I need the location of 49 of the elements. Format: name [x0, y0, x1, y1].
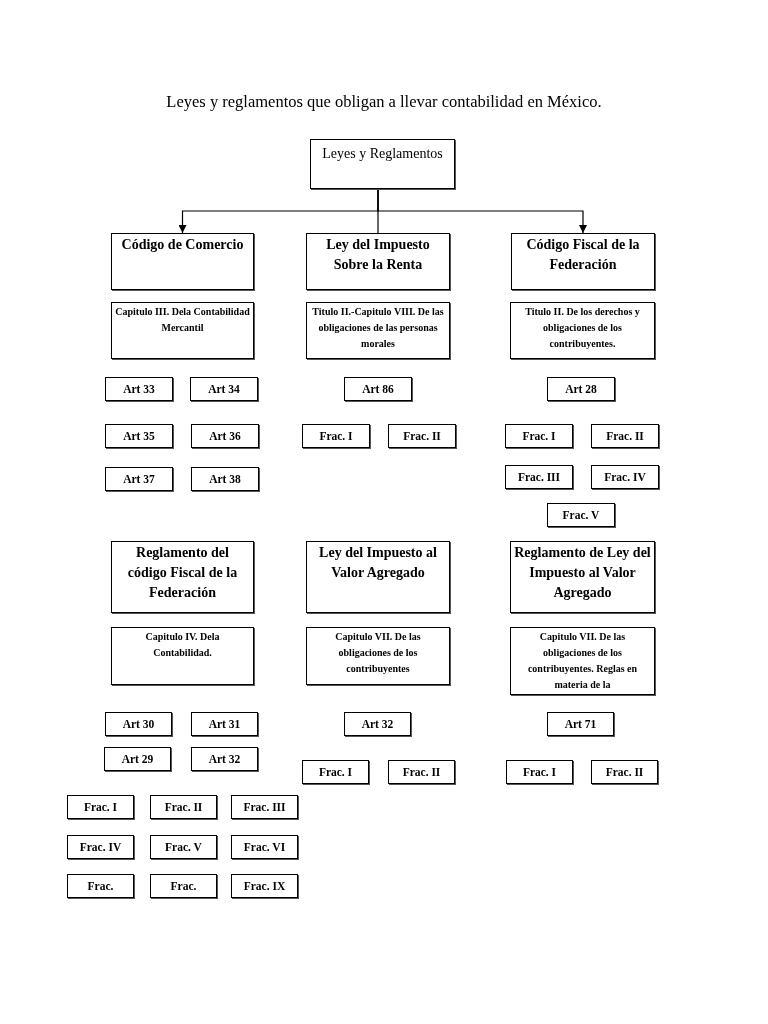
article-box: Frac. II	[591, 760, 658, 784]
article-box: Frac. II	[388, 424, 456, 448]
article-box: Frac. I	[505, 424, 573, 448]
article-box: Art 71	[547, 712, 614, 736]
law-box: Reglamento de Ley del Impuesto al Valor Agregado	[510, 541, 655, 613]
article-box: Frac. VI	[231, 835, 298, 859]
article-box: Art 32	[344, 712, 411, 736]
chapter-box: Capitulo IV. Dela Contabilidad.	[111, 627, 254, 685]
article-box: Frac. I	[67, 795, 134, 819]
chapter-box: Titulo II. De los derechos y obligaciones de los contribuyentes.	[510, 302, 655, 359]
article-box: Art 28	[547, 377, 615, 401]
article-box: Frac. III	[231, 795, 298, 819]
article-box: Frac.	[67, 874, 134, 898]
connector-arrow	[377, 188, 587, 234]
chapter-box: Capitulo VII. De las obligaciones de los contribuyentes. Reglas en materia de la	[510, 627, 655, 695]
law-box: Código de Comercio	[111, 233, 254, 290]
article-box: Frac. V	[547, 503, 615, 527]
article-box: Frac.	[150, 874, 217, 898]
article-box: Frac. II	[150, 795, 217, 819]
article-box: Art 34	[190, 377, 258, 401]
law-box: Ley del Impuesto al Valor Agregado	[306, 541, 450, 613]
law-box: Código Fiscal de la Federación	[511, 233, 655, 290]
chapter-box: Capitulo III. Dela Contabilidad Mercantil	[111, 302, 254, 359]
article-box: Frac. I	[302, 424, 370, 448]
article-box: Art 33	[105, 377, 173, 401]
article-box: Frac. II	[591, 424, 659, 448]
article-box: Frac. I	[506, 760, 573, 784]
article-box: Frac. I	[302, 760, 369, 784]
law-box: Reglamento del código Fiscal de la Federación	[111, 541, 254, 613]
article-box: Frac. II	[388, 760, 455, 784]
article-box: Frac. IX	[231, 874, 298, 898]
article-box: Art 38	[191, 467, 259, 491]
article-box: Art 36	[191, 424, 259, 448]
article-box: Frac. IV	[67, 835, 134, 859]
article-box: Art 32	[191, 747, 258, 771]
article-box: Art 30	[105, 712, 172, 736]
article-box: Frac. IV	[591, 465, 659, 489]
article-box: Frac. III	[505, 465, 573, 489]
article-box: Art 37	[105, 467, 173, 491]
article-box: Frac. V	[150, 835, 217, 859]
article-box: Art 35	[105, 424, 173, 448]
article-box: Art 86	[344, 377, 412, 401]
chapter-box: Titulo II.-Capitulo VIII. De las obligaciones de las personas morales	[306, 302, 450, 359]
law-box: Ley del Impuesto Sobre la Renta	[306, 233, 450, 290]
article-box: Art 29	[104, 747, 171, 771]
diagram-title: Leyes y reglamentos que obligan a llevar contabilidad en México.	[165, 92, 603, 112]
root-box: Leyes y Reglamentos	[310, 139, 455, 189]
chapter-box: Capitulo VII. De las obligaciones de los contribuyentes	[306, 627, 450, 685]
article-box: Art 31	[191, 712, 258, 736]
